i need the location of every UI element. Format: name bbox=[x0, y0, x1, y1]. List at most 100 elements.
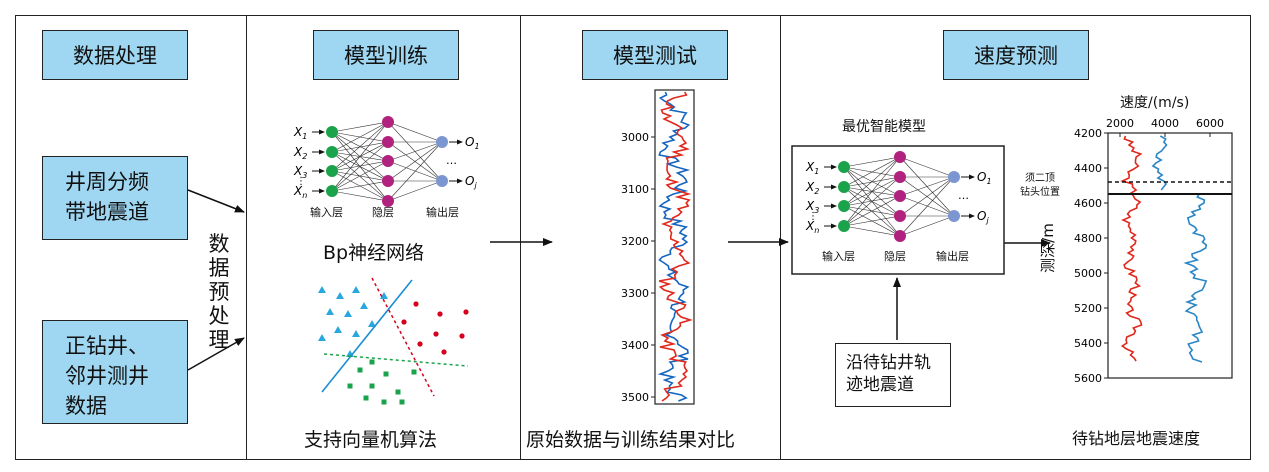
predicted-curve bbox=[658, 91, 693, 402]
layer-label: 输入层 bbox=[310, 206, 343, 219]
hidden-node bbox=[382, 116, 394, 128]
well-data-box: 正钻井、 邻井测井 数据 bbox=[42, 320, 188, 424]
hidden-node bbox=[382, 136, 394, 148]
input-subscript: 3 bbox=[814, 206, 819, 215]
output-subscript: j bbox=[985, 216, 989, 225]
layer-label: 输出层 bbox=[426, 206, 459, 219]
svm-margin-green bbox=[323, 353, 469, 367]
observed-curve bbox=[657, 91, 691, 402]
net-edge bbox=[387, 141, 443, 202]
hidden-node bbox=[382, 155, 394, 167]
target-label-line: 钻头位置 bbox=[1020, 187, 1060, 198]
net-edge bbox=[387, 141, 443, 182]
net-edge bbox=[843, 225, 901, 237]
layer-label: 输入层 bbox=[822, 250, 855, 263]
header-model-training: 模型训练 bbox=[313, 30, 459, 80]
svm-square bbox=[411, 369, 417, 375]
best-model-box bbox=[791, 145, 1005, 275]
output-node bbox=[948, 210, 960, 222]
test-plot-frame bbox=[654, 89, 695, 405]
velocity-y-tick-label: 4400 bbox=[1074, 162, 1102, 175]
output-node bbox=[436, 175, 448, 187]
svm-square bbox=[363, 395, 369, 401]
input-label: X2 bbox=[805, 180, 819, 196]
hidden-node bbox=[894, 210, 906, 222]
svm-dot bbox=[417, 341, 423, 347]
net-edge bbox=[331, 141, 389, 153]
net-edge bbox=[331, 151, 389, 202]
input-label: X1 bbox=[293, 125, 307, 141]
net-edge bbox=[331, 180, 389, 192]
target-label: 须二顶 钻头位置 bbox=[1018, 172, 1062, 200]
output-ellipsis: … bbox=[958, 189, 969, 202]
column-divider bbox=[520, 15, 521, 460]
depth-tick-label: 3400 bbox=[621, 339, 649, 352]
net-edge bbox=[387, 160, 443, 182]
svm-square bbox=[383, 371, 389, 377]
seismic-traces-box: 井周分频 带地震道 bbox=[42, 156, 188, 240]
input-node bbox=[326, 146, 338, 158]
input-node bbox=[838, 161, 850, 173]
output-ellipsis: … bbox=[446, 154, 457, 167]
svm-square bbox=[357, 367, 363, 373]
svm-triangle bbox=[344, 310, 352, 317]
net-edge bbox=[843, 195, 901, 227]
net-edge bbox=[899, 176, 955, 237]
svm-square bbox=[395, 389, 401, 395]
net-edge bbox=[331, 160, 389, 172]
velocity-x-tick-label: 2000 bbox=[1106, 117, 1134, 130]
svm-dot bbox=[463, 309, 469, 315]
ellipsis: ⋮ bbox=[808, 211, 818, 222]
svm-dot bbox=[441, 349, 447, 355]
hidden-node bbox=[894, 171, 906, 183]
box-line: 井周分频 bbox=[65, 170, 149, 194]
net-edge bbox=[387, 141, 443, 162]
depth-tick-label: 3500 bbox=[621, 391, 649, 404]
svm-margin-red bbox=[371, 277, 435, 397]
best-model-network: X1X2X3Xn⋮O1Oj… bbox=[805, 151, 992, 242]
box-line: 数据 bbox=[65, 394, 107, 418]
velocity-blue-curve-upper bbox=[1151, 135, 1168, 191]
net-edge bbox=[899, 195, 955, 217]
flow-arrow bbox=[187, 337, 245, 371]
diagram-frame bbox=[15, 15, 1251, 460]
input-subscript: 1 bbox=[814, 167, 819, 176]
input-node bbox=[326, 165, 338, 177]
depth-tick-label: 3200 bbox=[621, 235, 649, 248]
input-subscript: 2 bbox=[302, 152, 307, 161]
input-node bbox=[838, 181, 850, 193]
input-node bbox=[326, 126, 338, 138]
svm-square bbox=[369, 383, 375, 389]
layer-label: 输出层 bbox=[936, 250, 969, 263]
svm-dot bbox=[459, 333, 465, 339]
velocity-red-curve bbox=[1120, 135, 1143, 362]
velocity-y-tick-label: 5200 bbox=[1074, 302, 1102, 315]
output-node bbox=[436, 136, 448, 148]
net-edge bbox=[899, 215, 955, 237]
input-subscript: 2 bbox=[814, 187, 819, 196]
box-line: 迹地震道 bbox=[846, 375, 914, 395]
svm-scatter bbox=[318, 277, 469, 405]
net-edge bbox=[387, 180, 443, 202]
input-label: X2 bbox=[293, 145, 307, 161]
svm-triangle bbox=[380, 292, 388, 299]
output-label: O1 bbox=[465, 135, 480, 151]
header-model-testing: 模型测试 bbox=[582, 30, 728, 80]
svm-square bbox=[381, 399, 387, 405]
box-line: 正钻井、 bbox=[65, 334, 149, 358]
input-node bbox=[838, 200, 850, 212]
box-line: 带地震道 bbox=[65, 200, 149, 224]
velocity-x-tick-label: 6000 bbox=[1196, 117, 1224, 130]
velocity-y-tick-label: 4200 bbox=[1074, 127, 1102, 140]
input-node bbox=[326, 185, 338, 197]
net-edge bbox=[843, 176, 901, 227]
velocity-y-tick-label: 4600 bbox=[1074, 197, 1102, 210]
hidden-node bbox=[894, 190, 906, 202]
input-subscript: n bbox=[814, 226, 819, 235]
output-label: O1 bbox=[977, 170, 992, 186]
ellipsis: ⋮ bbox=[296, 176, 306, 187]
svm-triangle bbox=[318, 286, 326, 293]
net-edge bbox=[843, 186, 901, 237]
